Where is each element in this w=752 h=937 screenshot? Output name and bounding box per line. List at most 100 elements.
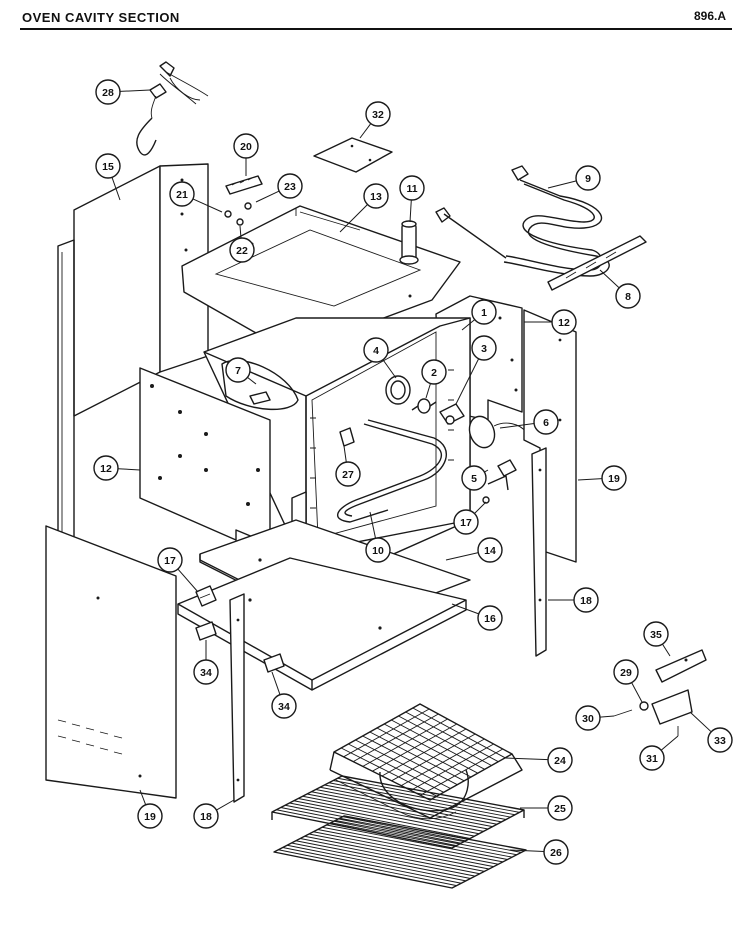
lamp-socket (411, 398, 437, 414)
callout-c22: 22 (229, 237, 255, 263)
leader-line-c28 (119, 89, 151, 92)
page-title: OVEN CAVITY SECTION (22, 10, 180, 25)
callout-number: 34 (200, 667, 212, 679)
callout-number: 4 (373, 345, 379, 357)
callout-c20: 20 (233, 133, 259, 159)
callout-number: 17 (460, 517, 472, 529)
callout-c15: 15 (95, 153, 121, 179)
leader-line-c6 (499, 423, 535, 429)
callout-number: 30 (582, 713, 594, 725)
leader-line-c11 (409, 199, 412, 223)
leader-line-c21 (192, 198, 223, 213)
callout-number: 12 (558, 317, 570, 329)
callout-number: 2 (431, 367, 437, 379)
callout-c3: 3 (471, 335, 497, 361)
callout-c9: 9 (575, 165, 601, 191)
left-front-panel (139, 367, 271, 545)
callout-c23: 23 (277, 173, 303, 199)
callout-number: 32 (372, 109, 384, 121)
callout-circle (639, 745, 665, 771)
callout-number: 31 (646, 753, 658, 765)
leader-line-c7 (247, 376, 257, 385)
callout-c31: 31 (639, 745, 665, 771)
left-side-panel (57, 163, 209, 613)
leader-line-c26 (509, 849, 545, 852)
callout-c16: 16 (477, 605, 503, 631)
callout-circle (477, 537, 503, 563)
callout-c17l: 17 (157, 547, 183, 573)
leader-line-c8 (599, 269, 620, 289)
callout-number: 17 (164, 555, 176, 567)
callout-c25: 25 (547, 795, 573, 821)
callout-circle (615, 283, 641, 309)
retaining-clip (339, 427, 355, 447)
leader-line-c34b (271, 671, 281, 695)
leader-line-c33 (689, 711, 712, 733)
callout-c34a: 34 (193, 659, 219, 685)
front-clip (195, 585, 217, 607)
oven-racks (271, 775, 527, 889)
callout-c17r: 17 (453, 509, 479, 535)
callout-c30: 30 (575, 705, 601, 731)
callout-c5: 5 (461, 465, 487, 491)
callout-c2: 2 (421, 359, 447, 385)
wire-harness (136, 61, 209, 156)
callout-number: 13 (370, 191, 382, 203)
leader-line-c13 (339, 204, 368, 233)
callout-c8: 8 (615, 283, 641, 309)
leader-line-c19l (139, 789, 147, 805)
callout-c12l: 12 (93, 455, 119, 481)
leader-line-c14 (445, 552, 479, 561)
callout-circle (547, 747, 573, 773)
leader-line-c1 (461, 319, 476, 331)
callout-number: 22 (236, 245, 248, 257)
callout-circle (277, 173, 303, 199)
leader-lines (111, 89, 712, 852)
leader-line-c24 (503, 757, 549, 761)
callout-circle (229, 237, 255, 263)
callout-circle (575, 165, 601, 191)
vent-tube (399, 220, 419, 265)
leader-line-c23 (255, 190, 280, 203)
callout-c18l: 18 (193, 803, 219, 829)
callout-c7: 7 (225, 357, 251, 383)
callout-number: 33 (714, 735, 726, 747)
header-rule (20, 28, 732, 30)
callout-c12r: 12 (551, 309, 577, 335)
callout-number: 35 (650, 629, 662, 641)
leader-line-c12l (117, 468, 141, 471)
callout-number: 10 (372, 545, 384, 557)
callout-circle (471, 299, 497, 325)
callout-number: 26 (550, 847, 562, 859)
callout-circle (643, 621, 669, 647)
callout-c13: 13 (363, 183, 389, 209)
callout-c35: 35 (643, 621, 669, 647)
callout-c14: 14 (477, 537, 503, 563)
callout-number: 7 (235, 365, 241, 377)
callout-number: 20 (240, 141, 252, 153)
callout-circle (363, 337, 389, 363)
exploded-parts-diagram: 2815202321223213119811242376122751917101… (45, 61, 733, 889)
callout-circle (601, 465, 627, 491)
leader-line-c3 (455, 358, 480, 405)
callout-number: 16 (484, 613, 496, 625)
callout-circle (365, 101, 391, 127)
callout-circle (547, 795, 573, 821)
callout-number: 21 (176, 189, 188, 201)
bake-element (337, 419, 447, 523)
callout-circle (421, 359, 447, 385)
callout-number: 34 (278, 701, 290, 713)
callout-circle (95, 79, 121, 105)
callout-circle (93, 455, 119, 481)
leader-line-c30 (599, 715, 615, 718)
callout-c18r: 18 (573, 587, 599, 613)
callout-number: 29 (620, 667, 632, 679)
callout-circle (365, 537, 391, 563)
callout-c26: 26 (543, 839, 569, 865)
callout-number: 18 (200, 811, 212, 823)
callout-number: 18 (580, 595, 592, 607)
callout-circle (193, 803, 219, 829)
callout-number: 25 (554, 803, 566, 815)
leader-line-c2 (425, 383, 431, 399)
